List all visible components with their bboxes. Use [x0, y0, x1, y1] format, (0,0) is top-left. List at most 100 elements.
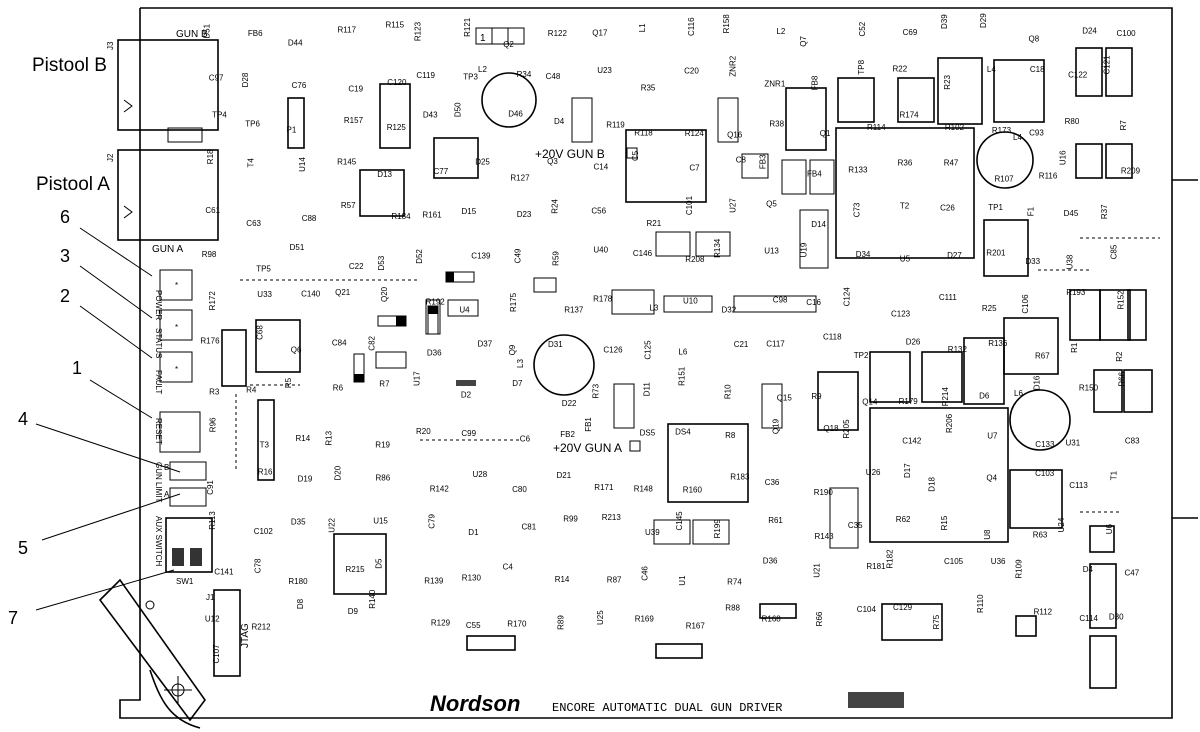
ref-designator: D19: [298, 475, 313, 484]
ic-outlines: [257, 97, 1117, 689]
ref-designator: R13: [324, 430, 333, 445]
ref-designator: D34: [856, 250, 871, 259]
mounting-lever: [98, 578, 206, 729]
ref-designator: R63: [1033, 530, 1048, 539]
ref-designator: R123: [414, 21, 423, 41]
diodes: [353, 271, 475, 383]
ref-designator: R5: [284, 377, 293, 388]
ref-designator: C141: [214, 568, 234, 577]
ref-designator: C125: [644, 340, 653, 360]
ref-designator: R122: [548, 29, 568, 38]
ref-designator: D14: [811, 220, 826, 229]
ref-designator: R125: [387, 123, 407, 132]
ref-designator: C102: [254, 527, 274, 536]
ref-designator: D33: [1025, 257, 1040, 266]
ref-designator: D8: [296, 598, 305, 609]
ref-designator: U21: [813, 563, 822, 578]
ref-designator: T3: [260, 440, 270, 449]
ref-designator: R215: [346, 565, 366, 574]
ref-designator: R112: [1034, 608, 1053, 617]
ref-designator: R21: [647, 219, 662, 228]
ref-designator: D26: [906, 337, 921, 346]
ref-designator: C123: [891, 310, 911, 319]
ref-designator: Q4: [986, 474, 997, 483]
brand-logo: Nordson: [430, 691, 520, 716]
ref-designator: R67: [1035, 351, 1050, 360]
ref-designator: D2: [461, 391, 472, 400]
ref-designator: R107: [995, 175, 1015, 184]
ref-designator: D24: [1082, 26, 1097, 35]
ref-designator: R7: [1119, 120, 1128, 131]
ref-designator: C21: [734, 340, 749, 349]
ref-designator: R89: [556, 615, 565, 630]
status-label: STATUS: [154, 328, 163, 358]
gun-a-connector-label: GUN A: [152, 244, 183, 255]
jtag-label: JTAG: [240, 623, 251, 648]
ref-designator: R199: [713, 519, 722, 539]
ref-designator: D18: [927, 476, 936, 491]
connector-j2: J2 GUN A: [106, 149, 219, 255]
ref-designator: C18: [1030, 65, 1045, 74]
ref-designator: C47: [1125, 569, 1140, 578]
ref-designator: D32: [722, 306, 737, 315]
ref-designator: R205: [842, 419, 851, 439]
ref-designator: R113: [208, 511, 217, 530]
ref-designator: U33: [257, 290, 272, 299]
ref-designator: C99: [461, 429, 476, 438]
ref-designator: T2: [900, 202, 910, 211]
ref-designator: R61: [768, 516, 783, 525]
ref-designator: Q21: [335, 288, 351, 297]
ref-designator: R6: [333, 384, 344, 393]
ref-designator: R14: [296, 434, 311, 443]
ref-designator: D9: [348, 607, 359, 616]
ref-designator: C119: [416, 71, 435, 80]
ref-designator: D1: [468, 528, 479, 537]
gun-limit-a-label: A: [164, 490, 170, 499]
ref-designator: C16: [806, 298, 821, 307]
ref-designator: R86: [376, 474, 391, 483]
callout-leaders: [35, 227, 181, 611]
ref-designator: U16: [1058, 150, 1067, 165]
ref-designator: C145: [675, 511, 684, 531]
ref-designator: R178: [593, 295, 613, 304]
ref-designator: D28: [241, 72, 250, 87]
ref-designator: R25: [982, 304, 997, 313]
ref-designator: U15: [373, 517, 388, 526]
ref-designator: R213: [602, 513, 622, 522]
ref-designator: D51: [290, 243, 305, 252]
ref-designator: D45: [1064, 209, 1079, 218]
ref-designator: R150: [1079, 384, 1099, 393]
ref-designator: R139: [424, 576, 444, 585]
ref-designator: P1: [287, 126, 297, 135]
ref-designator: R110: [976, 594, 985, 613]
pin-one-box: 1: [475, 27, 525, 45]
ref-designator: R15: [940, 515, 949, 530]
ref-designator: R180: [288, 577, 308, 586]
ref-designator: R124: [685, 129, 705, 138]
transistor-pads: [375, 97, 904, 708]
power-label: POWER: [154, 290, 163, 320]
ref-designator: U8: [983, 529, 992, 540]
j1-ref: J1: [206, 593, 215, 602]
callout-6: 6: [60, 207, 71, 227]
board-title: ENCORE AUTOMATIC DUAL GUN DRIVER: [552, 701, 782, 715]
ref-designator: C81: [522, 523, 537, 532]
ref-designator: R193: [1066, 288, 1086, 297]
ref-designator: C8: [736, 156, 747, 165]
ref-designator: C93: [1029, 128, 1044, 137]
ref-designator: L4: [987, 65, 996, 74]
ref-designator: D21: [557, 471, 572, 480]
pistool-b-label: Pistool B: [32, 55, 107, 76]
callout-3: 3: [60, 246, 71, 266]
gun-limit-label: GUN LIMIT: [154, 462, 163, 503]
ref-designator: R119: [606, 120, 625, 129]
ref-designator: C120: [387, 78, 407, 87]
ref-designator: R157: [344, 116, 364, 125]
ref-designator: R158: [722, 14, 731, 34]
ref-designator: TP1: [988, 203, 1003, 212]
ref-designator: D50: [454, 102, 463, 117]
ref-designator: R179: [899, 397, 919, 406]
callout-4: 4: [18, 409, 29, 429]
ref-designator: R183: [730, 473, 750, 482]
